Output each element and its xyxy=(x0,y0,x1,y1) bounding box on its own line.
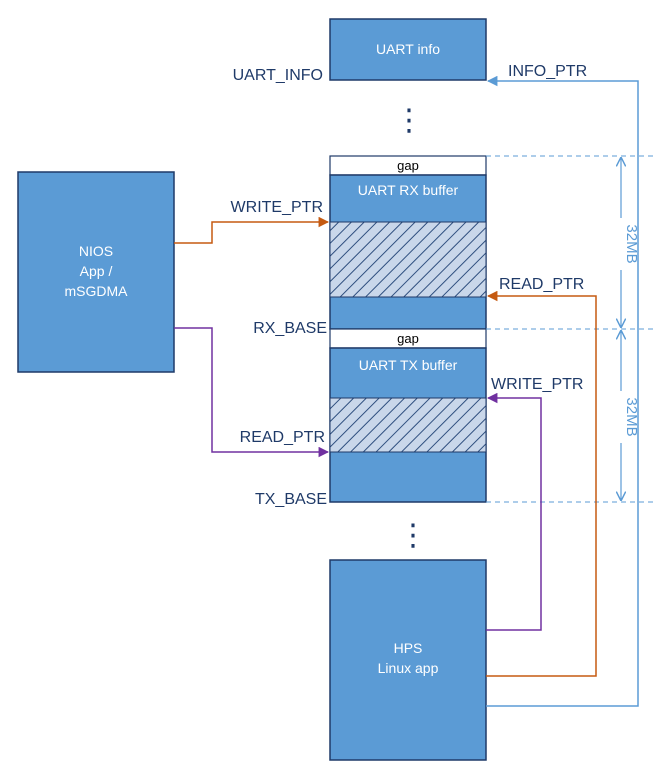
nios-write-ptr-label: WRITE_PTR xyxy=(231,199,323,216)
ellipsis-bottom: ⋮ xyxy=(398,518,428,553)
uart-info-text: UART info xyxy=(376,41,440,57)
tx-buffer-text: UART TX buffer xyxy=(359,357,458,373)
hps-text-line2: Linux app xyxy=(378,660,439,676)
gap-tx-text: gap xyxy=(397,331,419,346)
tx-data-hatch xyxy=(329,397,487,453)
nios-write-ptr-arrow xyxy=(174,216,330,244)
nios-text-line2: App / xyxy=(80,263,113,279)
tx-write-ptr-label: WRITE_PTR xyxy=(491,376,583,393)
hps-block xyxy=(329,559,487,761)
nios-read-ptr-label: READ_PTR xyxy=(240,429,325,446)
tx-base-label: TX_BASE xyxy=(255,491,327,508)
rx-base-label: RX_BASE xyxy=(253,320,327,337)
nios-text-line3: mSGDMA xyxy=(65,283,129,299)
nios-read-ptr-arrow xyxy=(174,327,330,458)
nios-text-line1: NIOS xyxy=(79,243,113,259)
rx-data-hatch xyxy=(329,221,487,298)
hps-text-line1: HPS xyxy=(394,640,423,656)
uart-info-block xyxy=(329,18,487,81)
hps-read-ptr-arrow xyxy=(486,290,597,677)
nios-block xyxy=(17,171,175,373)
hps-write-ptr-arrow xyxy=(486,392,542,631)
ellipsis-top: ⋮ xyxy=(394,103,424,138)
tx-size-label: 32MB xyxy=(623,397,640,436)
rx-size-label: 32MB xyxy=(623,224,640,263)
info-ptr-label: INFO_PTR xyxy=(508,63,587,80)
hps-info-ptr-arrow xyxy=(486,75,639,707)
uart-info-label: UART_INFO xyxy=(233,67,323,84)
rx-read-ptr-label: READ_PTR xyxy=(499,276,584,293)
gap-rx-text: gap xyxy=(397,158,419,173)
rx-buffer-text: UART RX buffer xyxy=(358,182,459,198)
